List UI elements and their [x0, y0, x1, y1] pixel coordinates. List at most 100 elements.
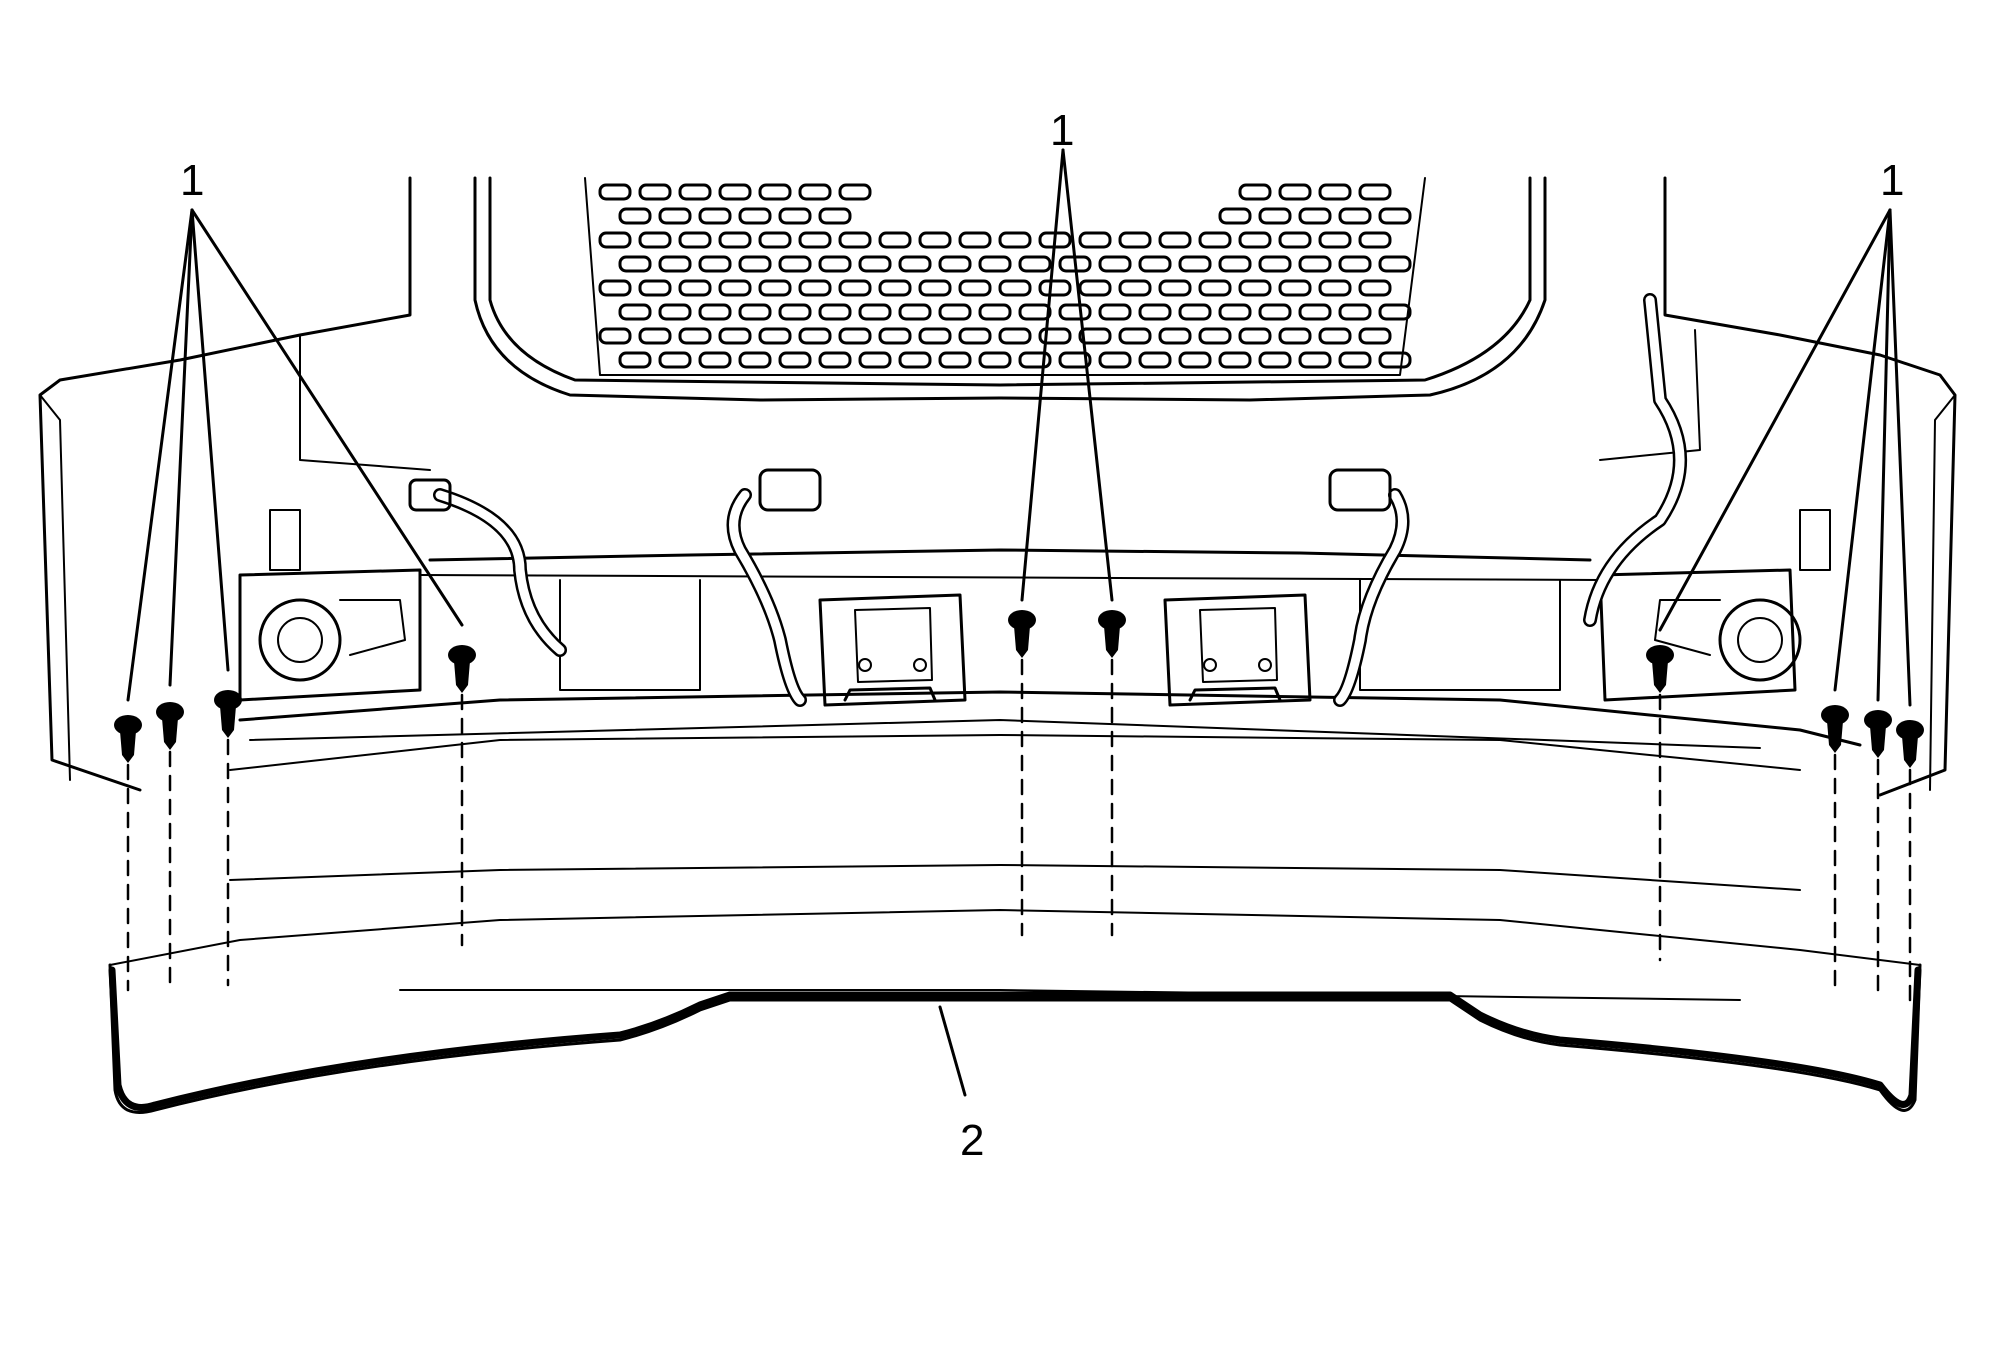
grille-cell [758, 327, 792, 345]
fastener-head [214, 690, 242, 710]
grille-cell [798, 279, 832, 297]
fastener-head [1896, 720, 1924, 740]
grille-cell [978, 255, 1012, 273]
grille-cell [1018, 255, 1052, 273]
wiring-harness [408, 293, 1687, 707]
grille-cell [678, 279, 712, 297]
grille-cell [718, 183, 752, 201]
fastener-head [1864, 710, 1892, 730]
grille-cell [718, 231, 752, 249]
callout-labels: 1 1 1 2 [180, 106, 1904, 1165]
grille-cell [978, 351, 1012, 369]
grille-cell [878, 279, 912, 297]
grille-cell [758, 183, 792, 201]
right-tow-bracket [1163, 593, 1312, 707]
front-fascia [108, 864, 1922, 1114]
grille-cell [778, 207, 812, 225]
grille-cell [918, 327, 952, 345]
grille-cell [1058, 351, 1092, 369]
grille-cell [718, 327, 752, 345]
grille-cell [998, 279, 1032, 297]
grille-cell [1278, 231, 1312, 249]
grille-cell [1318, 183, 1352, 201]
fastener-head [1098, 610, 1126, 630]
grille-cell [1018, 303, 1052, 321]
fastener-shank [1902, 736, 1918, 768]
grille-cell [778, 303, 812, 321]
grille-cell [1078, 327, 1112, 345]
grille-cell [678, 327, 712, 345]
grille-cell [1158, 327, 1192, 345]
grille-cell [1118, 327, 1152, 345]
callout-label-1-left: 1 [180, 156, 204, 205]
right-headlamp [1598, 509, 1831, 702]
grille-cell [958, 231, 992, 249]
grille-cell [1218, 207, 1252, 225]
fastener-shank [1870, 726, 1886, 758]
grille-cell [1078, 279, 1112, 297]
grille-cell [1238, 231, 1272, 249]
grille-cell [1298, 207, 1332, 225]
grille-cell [1178, 255, 1212, 273]
grille-cell [798, 231, 832, 249]
grille-cell [998, 327, 1032, 345]
grille-cell [698, 303, 732, 321]
grille-cell [1278, 327, 1312, 345]
grille-cell [1338, 255, 1372, 273]
grille-cell [1318, 327, 1352, 345]
grille-cell [858, 255, 892, 273]
fastener-shank [220, 706, 236, 738]
grille-cell [598, 327, 632, 345]
grille-cell [838, 183, 872, 201]
grille-cell [798, 183, 832, 201]
fastener-head [1646, 645, 1674, 665]
grille-cell [1178, 303, 1212, 321]
fastener-shank [1104, 626, 1120, 658]
grille-cell [1178, 351, 1212, 369]
fastener-head [114, 715, 142, 735]
grille-cell [1358, 183, 1392, 201]
grille-cell [938, 303, 972, 321]
grille-cell [658, 303, 692, 321]
grille-cell [798, 327, 832, 345]
grille-cell [738, 255, 772, 273]
grille-cell [838, 231, 872, 249]
grille-cell [1198, 327, 1232, 345]
grille-cell [938, 351, 972, 369]
grille-cell [658, 255, 692, 273]
fastener-head [448, 645, 476, 665]
grille-cell [658, 207, 692, 225]
grille-cell [1138, 303, 1172, 321]
grille-cell [938, 255, 972, 273]
grille-cell [638, 279, 672, 297]
grille-cell [738, 303, 772, 321]
fastener-head [1821, 705, 1849, 725]
grille-cell [898, 351, 932, 369]
grille-cell [838, 279, 872, 297]
grille-cell [678, 183, 712, 201]
grille-cell [1118, 279, 1152, 297]
grille-cell [958, 327, 992, 345]
grille-cell [1138, 351, 1172, 369]
grille-cell [878, 231, 912, 249]
grille-cell [1338, 351, 1372, 369]
grille-cell [658, 351, 692, 369]
fastener-shank [1014, 626, 1030, 658]
grille-cell [1098, 351, 1132, 369]
grille-cell [718, 279, 752, 297]
grille-cell [1378, 207, 1412, 225]
grille-cell [918, 279, 952, 297]
grille-cell [1218, 255, 1252, 273]
grille-cell [1378, 351, 1412, 369]
grille-cell [898, 255, 932, 273]
grille-cell [1018, 351, 1052, 369]
grille-cell [1238, 183, 1272, 201]
grille-cell [1258, 207, 1292, 225]
grille-cell [698, 207, 732, 225]
grille-cell [1198, 231, 1232, 249]
grille-cell [1318, 279, 1352, 297]
fastener-shank [120, 731, 136, 763]
grille-cell [1198, 279, 1232, 297]
grille-cell [1138, 255, 1172, 273]
